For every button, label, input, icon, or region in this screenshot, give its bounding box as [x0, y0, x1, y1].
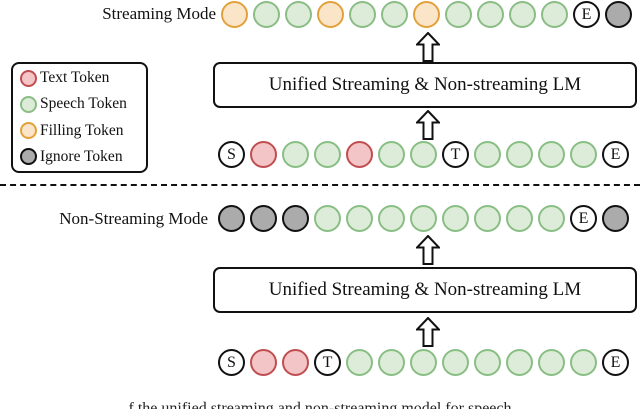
- filling-token-circle: [221, 1, 248, 28]
- text-token-circle: [250, 349, 277, 376]
- filling-token-swatch-icon: [20, 122, 37, 140]
- legend-box: Text Token Speech Token Filling Token Ig…: [11, 62, 148, 173]
- speech-token-circle: [378, 141, 405, 168]
- non-streaming-output-token-row: E: [218, 205, 629, 232]
- speech-token-circle: [282, 141, 309, 168]
- filling-token-circle: [317, 1, 344, 28]
- speech-token-circle: [570, 349, 597, 376]
- legend-item-label: Speech Token: [40, 95, 127, 113]
- speech-token-circle: [346, 205, 373, 232]
- ignore-token-circle: [218, 205, 245, 232]
- speech-token-circle: [445, 1, 472, 28]
- ignore-token-circle: [250, 205, 277, 232]
- token-s-circle: S: [218, 349, 245, 376]
- up-arrow-icon: [416, 235, 440, 265]
- token-e-circle: E: [573, 1, 600, 28]
- speech-token-circle: [474, 205, 501, 232]
- legend-item-label: Ignore Token: [40, 147, 123, 165]
- speech-token-circle: [509, 1, 536, 28]
- up-arrow-icon: [416, 110, 440, 140]
- speech-token-circle: [506, 349, 533, 376]
- ignore-token-swatch-icon: [20, 148, 37, 166]
- legend-item-text-token: Text Token: [20, 69, 146, 87]
- speech-token-circle: [410, 349, 437, 376]
- speech-token-circle: [538, 141, 565, 168]
- token-t-circle: T: [314, 349, 341, 376]
- lm-box-non-streaming: Unified Streaming & Non-streaming LM: [213, 267, 637, 313]
- legend-item-label: Text Token: [40, 69, 110, 86]
- speech-token-circle: [570, 141, 597, 168]
- speech-token-circle: [410, 141, 437, 168]
- speech-token-circle: [285, 1, 312, 28]
- legend-item-ignore-token: Ignore Token: [20, 148, 146, 166]
- speech-token-circle: [346, 349, 373, 376]
- speech-token-circle: [538, 349, 565, 376]
- dashed-separator-line: [0, 184, 640, 186]
- legend-item-filling-token: Filling Token: [20, 122, 146, 140]
- text-token-circle: [250, 141, 277, 168]
- text-token-circle: [282, 349, 309, 376]
- speech-token-circle: [474, 349, 501, 376]
- speech-token-circle: [378, 205, 405, 232]
- token-e-circle: E: [570, 205, 597, 232]
- legend-item-speech-token: Speech Token: [20, 95, 146, 113]
- text-token-circle: [346, 141, 373, 168]
- speech-token-swatch-icon: [20, 95, 37, 113]
- speech-token-circle: [410, 205, 437, 232]
- speech-token-circle: [474, 141, 501, 168]
- token-e-circle: E: [602, 349, 629, 376]
- up-arrow-icon: [416, 32, 440, 62]
- ignore-token-circle: [282, 205, 309, 232]
- lm-box-label: Unified Streaming & Non-streaming LM: [268, 74, 582, 95]
- speech-token-circle: [381, 1, 408, 28]
- filling-token-circle: [413, 1, 440, 28]
- streaming-output-token-row: E: [221, 1, 632, 28]
- speech-token-circle: [541, 1, 568, 28]
- speech-token-circle: [442, 349, 469, 376]
- streaming-mode-label: Streaming Mode: [102, 4, 216, 23]
- ignore-token-circle: [605, 1, 632, 28]
- figure-caption-cutoff: f the unified streaming and non-streamin…: [128, 400, 512, 409]
- lm-box-streaming: Unified Streaming & Non-streaming LM: [213, 62, 637, 108]
- speech-token-circle: [506, 141, 533, 168]
- token-t-circle: T: [442, 141, 469, 168]
- token-s-circle: S: [218, 141, 245, 168]
- speech-token-circle: [477, 1, 504, 28]
- speech-token-circle: [378, 349, 405, 376]
- speech-token-circle: [314, 141, 341, 168]
- speech-token-circle: [538, 205, 565, 232]
- speech-token-circle: [506, 205, 533, 232]
- lm-box-label: Unified Streaming & Non-streaming LM: [268, 279, 582, 300]
- speech-token-circle: [314, 205, 341, 232]
- speech-token-circle: [349, 1, 376, 28]
- speech-token-circle: [442, 205, 469, 232]
- ignore-token-circle: [602, 205, 629, 232]
- legend-item-label: Filling Token: [40, 121, 124, 139]
- speech-token-circle: [253, 1, 280, 28]
- up-arrow-icon: [416, 317, 440, 347]
- text-token-swatch-icon: [20, 69, 37, 87]
- token-e-circle: E: [602, 141, 629, 168]
- non-streaming-mode-label: Non-Streaming Mode: [59, 209, 208, 228]
